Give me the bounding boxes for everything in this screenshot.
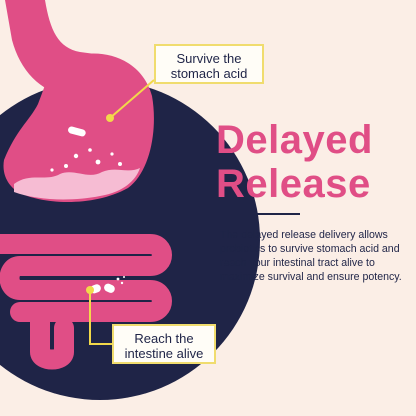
- acid-bubble: [118, 162, 122, 166]
- headline-line2: Release: [216, 162, 371, 206]
- headline: Delayed Release: [216, 118, 412, 206]
- acid-bubble: [50, 168, 54, 172]
- headline-divider: [220, 213, 300, 215]
- probiotic-particle: [116, 277, 120, 281]
- intestine-pointer-dot: [86, 286, 94, 294]
- acid-bubble: [64, 164, 68, 168]
- stomach-pointer-dot: [106, 114, 114, 122]
- stomach-pointer: [109, 79, 155, 119]
- intestine-descending: [30, 302, 74, 370]
- probiotic-particle: [120, 281, 124, 285]
- capsule-half-icon: [104, 283, 115, 293]
- intestine-shape: [0, 234, 172, 322]
- intestine-callout-line1: Reach the: [134, 331, 194, 346]
- stomach-callout: Survive the stomach acid: [154, 44, 264, 84]
- headline-line1: Delayed: [216, 118, 373, 162]
- intestine-callout: Reach the intestine alive: [112, 324, 216, 364]
- acid-bubble: [73, 153, 79, 159]
- description-text: The delayed release delivery allows prob…: [220, 229, 402, 283]
- intestine-callout-line2: intestine alive: [124, 346, 204, 361]
- stomach-callout-line2: stomach acid: [170, 66, 248, 81]
- stomach-shape: [3, 53, 154, 202]
- stomach-acid-liquid: [14, 168, 140, 200]
- acid-bubble: [95, 159, 101, 165]
- acid-bubble: [110, 152, 114, 156]
- stomach-callout-line1: Survive the: [176, 51, 242, 66]
- intestine-pointer: [89, 290, 112, 345]
- capsule-icon: [68, 126, 86, 137]
- probiotic-particle: [123, 276, 125, 278]
- acid-bubble: [88, 148, 92, 152]
